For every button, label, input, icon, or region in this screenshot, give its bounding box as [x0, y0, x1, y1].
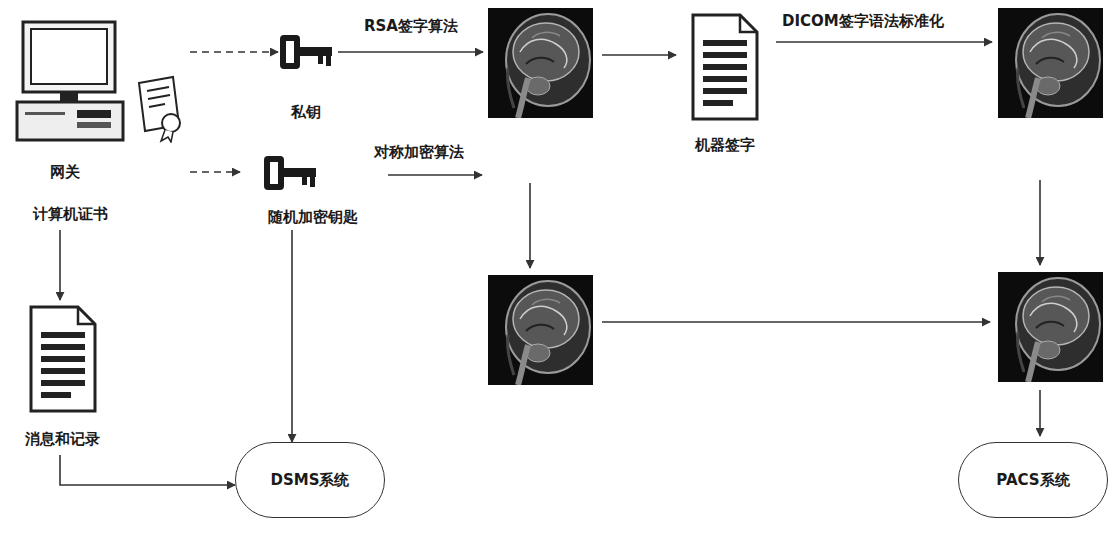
node-label: 机器签字	[680, 136, 770, 154]
node-label: 计算机证书	[10, 205, 130, 223]
node-label: 随机加密钥匙	[240, 208, 385, 226]
system-box: DSMS系统	[235, 442, 385, 518]
flow-arrow	[602, 321, 990, 323]
mri-image	[488, 8, 593, 118]
connector	[291, 230, 293, 442]
computer-symbol	[15, 20, 130, 149]
flow-arrow	[1039, 390, 1041, 436]
mri-image	[998, 272, 1103, 382]
key-icon: 随机加密钥匙	[240, 148, 385, 230]
arrow-label: DICOM签字语法标准化	[780, 12, 946, 30]
cert-symbol	[135, 75, 187, 147]
connector	[60, 455, 235, 485]
connector	[190, 171, 240, 173]
key-icon: 私钥	[278, 25, 334, 125]
flow-arrow	[602, 54, 676, 56]
connector	[190, 51, 278, 53]
flow-arrow	[338, 51, 483, 53]
node-label: 网关	[10, 163, 120, 181]
connector	[59, 230, 61, 300]
doc-symbol	[28, 304, 98, 418]
mri-image	[998, 8, 1103, 118]
node-label: PACS系统	[996, 471, 1069, 489]
key-symbol	[262, 148, 318, 202]
node-label: DSMS系统	[271, 471, 350, 489]
node-label: 消息和记录	[10, 430, 115, 448]
node-label: 私钥	[278, 103, 334, 121]
document-icon: 消息和记录	[10, 300, 115, 455]
mri-image	[488, 275, 593, 385]
system-box: PACS系统	[958, 442, 1108, 518]
flow-arrow	[776, 41, 992, 43]
flow-arrow	[388, 174, 482, 176]
flow-arrow	[529, 183, 531, 268]
gateway-computer: 网关计算机证书	[10, 15, 190, 230]
document-icon: 机器签字	[680, 10, 770, 162]
arrow-label: 对称加密算法	[372, 143, 466, 161]
key-symbol	[278, 27, 334, 81]
arrow-label: RSA签字算法	[362, 17, 460, 35]
flow-arrow	[1039, 180, 1041, 265]
doc-symbol	[690, 12, 760, 126]
